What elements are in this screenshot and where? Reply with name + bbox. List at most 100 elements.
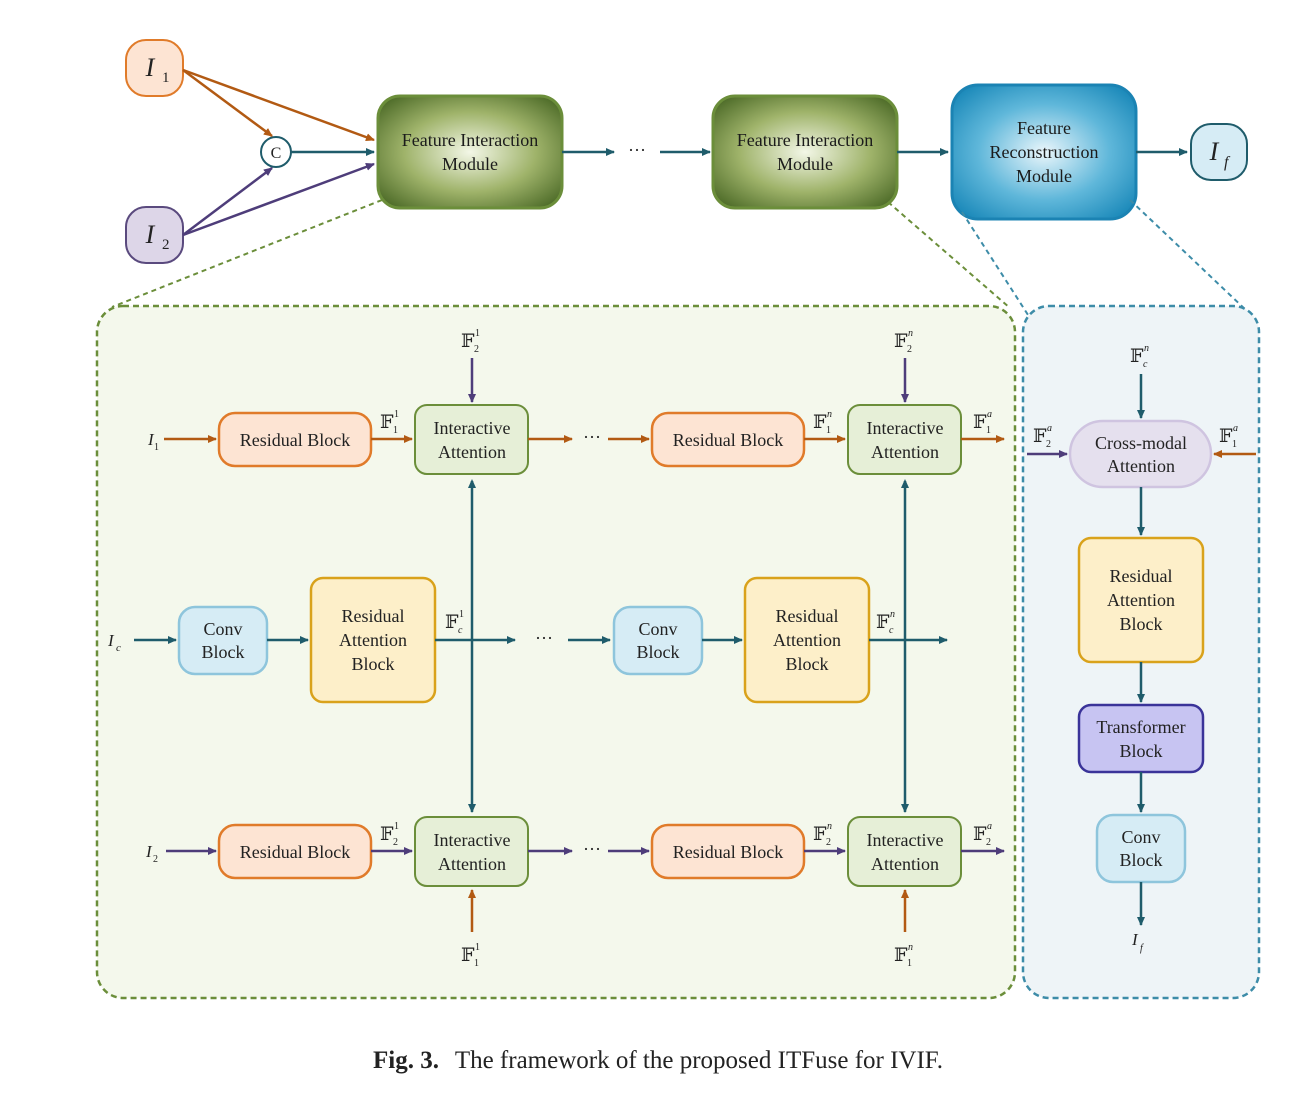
zoom-line-frm-left xyxy=(961,211,1031,319)
row2-f2-1-label: 𝔽 1 2 xyxy=(380,821,399,848)
bottom-f1-n-label: 𝔽 n 1 xyxy=(894,942,913,969)
svg-text:1: 1 xyxy=(475,328,480,339)
svg-text:2: 2 xyxy=(393,837,398,848)
svg-text:f: f xyxy=(1224,154,1231,171)
feature-interaction-module-1: Feature Interaction Module xyxy=(376,94,564,210)
svg-text:1: 1 xyxy=(162,70,170,86)
bottom-f1-1-label: 𝔽 1 1 xyxy=(461,942,480,969)
svg-text:n: n xyxy=(908,942,913,953)
svg-text:Attention: Attention xyxy=(339,630,407,650)
svg-text:I: I xyxy=(147,430,155,449)
frm-f2-a-label: 𝔽 a 2 xyxy=(1033,423,1052,450)
input-i1-node: I 1 xyxy=(125,39,184,97)
svg-text:𝔽: 𝔽 xyxy=(380,412,394,433)
svg-text:Module: Module xyxy=(1016,166,1072,186)
transformer-block: Transformer Block xyxy=(1077,703,1205,774)
svg-text:Conv: Conv xyxy=(203,619,242,639)
svg-text:1: 1 xyxy=(394,409,399,420)
svg-text:𝔽: 𝔽 xyxy=(1033,426,1047,447)
svg-text:n: n xyxy=(827,821,832,832)
svg-text:a: a xyxy=(1047,423,1052,434)
svg-text:1: 1 xyxy=(1232,439,1237,450)
svg-text:n: n xyxy=(1144,343,1149,354)
svg-text:Cross-modal: Cross-modal xyxy=(1095,433,1187,453)
i2-to-concat-arrow xyxy=(182,167,273,236)
svg-text:c: c xyxy=(889,625,894,636)
svg-text:2: 2 xyxy=(907,344,912,355)
svg-text:a: a xyxy=(987,409,992,420)
svg-text:c: c xyxy=(458,625,463,636)
svg-text:2: 2 xyxy=(153,854,158,865)
zoom-line-frm-right xyxy=(1129,199,1249,313)
conv-block-2: Conv Block xyxy=(612,605,704,676)
conv-block-1: Conv Block xyxy=(177,605,269,676)
svg-text:Block: Block xyxy=(1120,741,1163,761)
row2-interactive-attention-1: Interactive Attention xyxy=(414,816,529,887)
svg-text:c: c xyxy=(116,642,121,654)
top-ellipsis: ··· xyxy=(628,140,646,160)
svg-text:a: a xyxy=(1233,423,1238,434)
frm-output-label: I f xyxy=(1131,930,1144,954)
svg-text:1: 1 xyxy=(154,442,159,453)
row2-interactive-attention-2: Interactive Attention xyxy=(847,816,962,887)
svg-text:1: 1 xyxy=(393,425,398,436)
top-f2-1-label: 𝔽 1 2 xyxy=(461,328,480,355)
svg-text:1: 1 xyxy=(474,958,479,969)
svg-text:2: 2 xyxy=(826,837,831,848)
svg-text:I: I xyxy=(1209,137,1220,166)
svg-text:𝔽: 𝔽 xyxy=(1130,346,1144,367)
i1-to-fim-arrow xyxy=(182,68,375,142)
svg-text:𝔽: 𝔽 xyxy=(813,412,827,433)
svg-text:Residual Block: Residual Block xyxy=(240,430,351,450)
svg-text:Attention: Attention xyxy=(1107,590,1175,610)
cross-modal-attention: Cross-modal Attention xyxy=(1068,419,1213,489)
residual-attention-block-2: Residual Attention Block xyxy=(743,576,871,704)
svg-text:Feature Interaction: Feature Interaction xyxy=(737,130,873,150)
svg-text:Conv: Conv xyxy=(1121,827,1160,847)
figure-caption: Fig. 3. The framework of the proposed IT… xyxy=(373,1047,943,1074)
svg-text:Block: Block xyxy=(786,654,829,674)
svg-text:Residual Block: Residual Block xyxy=(673,430,784,450)
svg-text:Module: Module xyxy=(777,154,833,174)
row1-f1-1-label: 𝔽 1 1 xyxy=(380,409,399,436)
svg-text:Module: Module xyxy=(442,154,498,174)
residual-attention-block-1: Residual Attention Block xyxy=(309,576,437,704)
svg-text:Interactive: Interactive xyxy=(867,418,944,438)
svg-text:Attention: Attention xyxy=(1107,456,1175,476)
caption-label: Fig. 3. xyxy=(373,1047,439,1074)
svg-text:I: I xyxy=(145,842,153,861)
row2-input-label: I 2 xyxy=(145,842,158,865)
svg-text:2: 2 xyxy=(162,237,170,253)
row1-interactive-attention-2: Interactive Attention xyxy=(847,404,962,475)
svg-text:Residual Block: Residual Block xyxy=(240,842,351,862)
svg-text:n: n xyxy=(827,409,832,420)
svg-text:Residual: Residual xyxy=(776,606,839,626)
svg-text:Transformer: Transformer xyxy=(1096,717,1185,737)
svg-text:I: I xyxy=(107,631,115,650)
svg-text:n: n xyxy=(908,328,913,339)
svg-text:I: I xyxy=(1131,930,1139,949)
top-f2-n-label: 𝔽 n 2 xyxy=(894,328,913,355)
row1-interactive-attention-1: Interactive Attention xyxy=(414,404,529,475)
row1-residual-block-1: Residual Block xyxy=(217,411,373,468)
svg-text:𝔽: 𝔽 xyxy=(973,412,987,433)
svg-text:Block: Block xyxy=(637,642,680,662)
svg-text:Residual Block: Residual Block xyxy=(673,842,784,862)
svg-text:c: c xyxy=(1143,359,1148,370)
row1-ellipsis: ··· xyxy=(583,427,601,447)
svg-text:𝔽: 𝔽 xyxy=(876,612,890,633)
svg-text:𝔽: 𝔽 xyxy=(461,945,475,966)
svg-text:Block: Block xyxy=(1120,850,1163,870)
svg-text:Attention: Attention xyxy=(871,442,939,462)
svg-text:Block: Block xyxy=(352,654,395,674)
svg-text:Attention: Attention xyxy=(438,854,506,874)
svg-text:Block: Block xyxy=(1120,614,1163,634)
svg-text:1: 1 xyxy=(826,425,831,436)
row1-residual-block-2: Residual Block xyxy=(650,411,806,468)
svg-text:2: 2 xyxy=(1046,439,1051,450)
svg-text:Attention: Attention xyxy=(438,442,506,462)
svg-text:Conv: Conv xyxy=(638,619,677,639)
svg-text:1: 1 xyxy=(459,609,464,620)
row1-input-label: I 1 xyxy=(147,430,159,453)
